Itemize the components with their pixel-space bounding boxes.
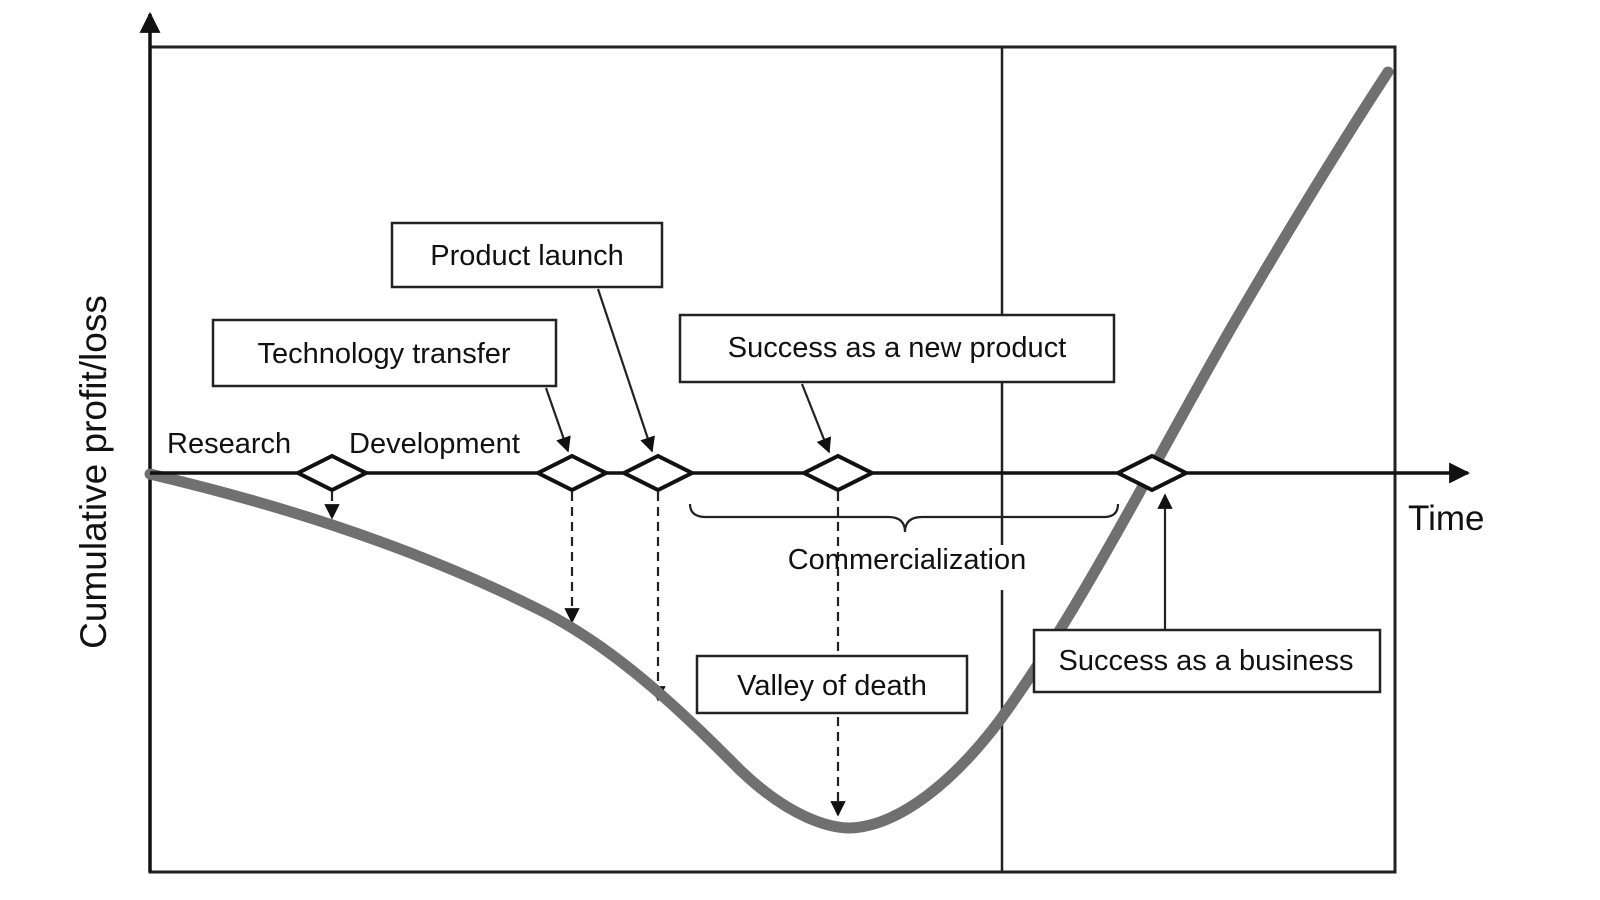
- success-business-box: [1032, 628, 1382, 694]
- new-product-milestone-diamond: [799, 453, 877, 493]
- technology-transfer-label: Technology transfer: [257, 338, 510, 370]
- success-new-product-label: Success as a new product: [728, 332, 1067, 364]
- product-launch-label: Product launch: [430, 240, 623, 272]
- commercialization-label: Commercialization: [788, 544, 1027, 576]
- valley-of-death-box: [695, 654, 969, 715]
- product-launch-milestone-diamond: [619, 453, 697, 493]
- product-launch-box: [390, 221, 664, 289]
- technology-transfer-box: [211, 318, 558, 388]
- x-axis-label: Time: [1408, 499, 1484, 538]
- research-label: Research: [167, 428, 291, 460]
- success-business-label: Success as a business: [1059, 645, 1354, 677]
- valley-of-death-label: Valley of death: [737, 670, 927, 702]
- tech-transfer-milestone-diamond: [533, 453, 611, 493]
- research-milestone-diamond: [293, 453, 371, 493]
- success-new-product-box: [678, 313, 1116, 384]
- business-milestone-diamond: [1113, 453, 1191, 493]
- y-axis-label: Cumulative profit/loss: [73, 295, 114, 649]
- commercialization-brace: [688, 503, 1120, 533]
- profit-loss-curve: [144, 66, 1394, 834]
- development-label: Development: [349, 428, 520, 460]
- success-new-product-pointer: [800, 383, 832, 454]
- technology-transfer-pointer: [544, 387, 571, 453]
- product-launch-pointer: [596, 288, 655, 453]
